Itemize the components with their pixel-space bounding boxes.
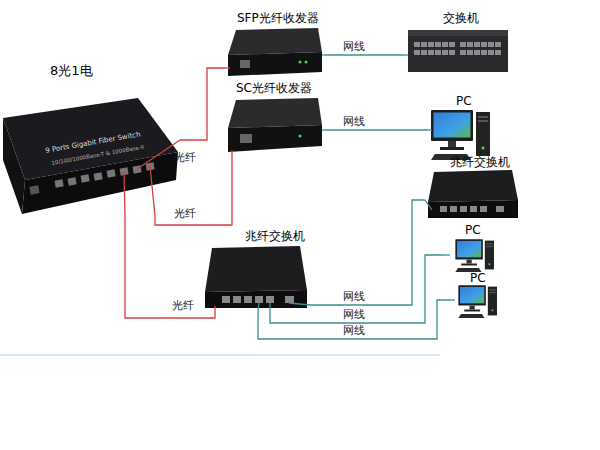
edge-label: 网线 <box>343 291 365 303</box>
cable-line <box>325 129 428 130</box>
device-node: SC光纤收发器 <box>222 80 325 155</box>
sc-transceiver-drawing <box>228 98 322 152</box>
edge-label: 光纤 <box>172 300 194 312</box>
sfp-transceiver-drawing <box>228 28 322 76</box>
device-label: 兆纤交换机 <box>245 230 305 243</box>
device-node: 兆纤交换机 <box>203 230 310 310</box>
fiber-stub <box>124 68 232 310</box>
device-label: 8光1电 <box>50 64 93 78</box>
device-label: SC光纤收发器 <box>236 82 312 95</box>
device-node: 兆纤交换机 <box>425 156 520 220</box>
media-switch-drawing <box>428 170 518 218</box>
edge-label: 网线 <box>343 116 365 128</box>
device-node: 交换机 <box>405 10 510 75</box>
device-node: 8光1电9 Ports Gigabit Fiber Switch10/100/1… <box>5 64 180 216</box>
media-switch-drawing <box>205 246 307 308</box>
device-node: PC <box>450 272 505 322</box>
cable-line <box>325 54 405 55</box>
fiber-line <box>180 68 225 140</box>
fiber-switch-drawing <box>3 98 178 214</box>
device-label: 交换机 <box>443 12 479 25</box>
device-node: PC <box>443 224 505 274</box>
pc-drawing <box>431 110 490 160</box>
device-label: SFP光纤收发器 <box>237 12 319 25</box>
divider-line <box>0 354 440 356</box>
cable-line <box>310 200 425 305</box>
edge-label: 光纤 <box>174 152 196 164</box>
edge-label: 网线 <box>343 41 365 53</box>
pc-drawing <box>455 239 494 272</box>
device-node: PC <box>428 95 493 163</box>
edge-label: 网线 <box>343 325 365 337</box>
device-label: PC <box>456 95 472 108</box>
device-label: PC <box>465 224 481 237</box>
device-label: PC <box>470 272 486 285</box>
edge-label: 网线 <box>343 309 365 321</box>
pc-drawing <box>458 285 497 318</box>
device-label: 兆纤交换机 <box>450 156 510 169</box>
fiber-line <box>125 216 215 318</box>
edge-label: 光纤 <box>174 208 196 220</box>
switch-drawing <box>408 30 508 72</box>
device-node: SFP光纤收发器 <box>225 10 325 80</box>
